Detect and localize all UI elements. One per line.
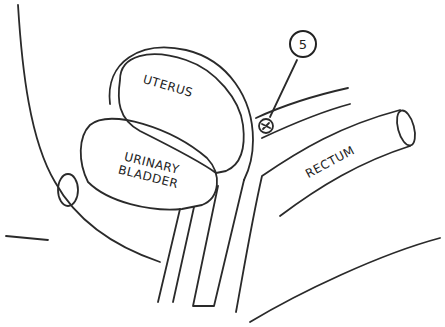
leader-line [270,60,297,117]
callout-number: 5 [299,38,307,51]
callout-circle: 5 [289,30,317,58]
organ-label: UTERUS [141,72,194,100]
sacrum-curve [250,238,440,322]
organ-label: URINARY BLADDER [110,147,191,193]
organ-label: RECTUM [303,143,357,181]
urinary-bladder-outline [81,119,217,210]
skin-line [6,236,48,240]
pubic-symphysis [58,174,78,206]
urethra [158,207,194,302]
rectouterine-pouch [259,119,273,133]
pouch-shading [262,123,270,129]
anterior-body-wall [18,5,160,262]
peritoneum-line [256,88,350,138]
rectum-outline [236,110,410,312]
rectum-end [394,109,419,148]
vagina [193,180,244,306]
